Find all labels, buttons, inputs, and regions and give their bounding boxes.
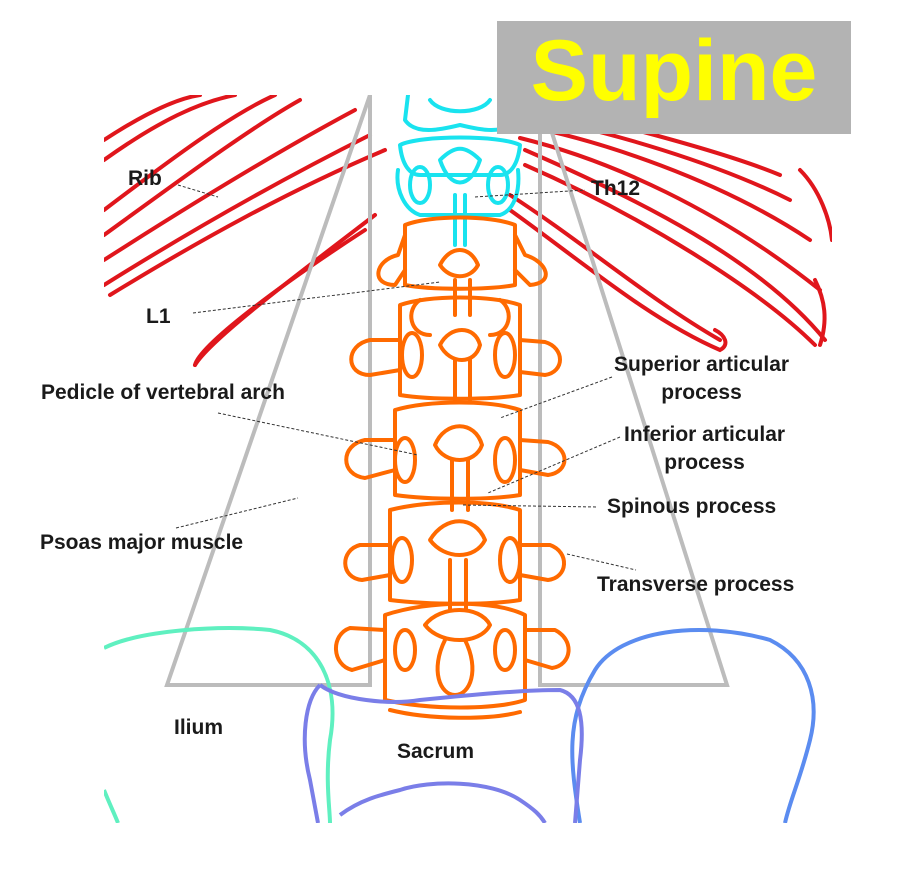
title-box: Supine <box>497 21 851 134</box>
label-sacrum: Sacrum <box>397 740 475 763</box>
label-pedicle: Pedicle of vertebral arch <box>41 381 285 404</box>
sacrum <box>302 683 584 823</box>
ilium-left <box>104 626 335 823</box>
psoas-major-muscle <box>164 95 730 687</box>
ribs-left <box>104 95 387 367</box>
label-th12: Th12 <box>591 177 641 200</box>
label-rib: Rib <box>128 167 162 190</box>
label-transverse-process: Transverse process <box>597 573 795 596</box>
label-superior-articular-process: Superior articular process <box>614 353 790 404</box>
label-l1: L1 <box>146 305 171 328</box>
diagram-title: Supine <box>530 23 818 119</box>
ribs-right <box>508 98 832 353</box>
ilium-right <box>570 628 816 823</box>
label-spinous-process: Spinous process <box>607 495 777 518</box>
label-inferior-articular-process: Inferior articular process <box>624 423 786 474</box>
leader-lines <box>175 184 637 571</box>
label-psoas-major: Psoas major muscle <box>40 531 244 554</box>
label-ilium: Ilium <box>174 716 224 739</box>
